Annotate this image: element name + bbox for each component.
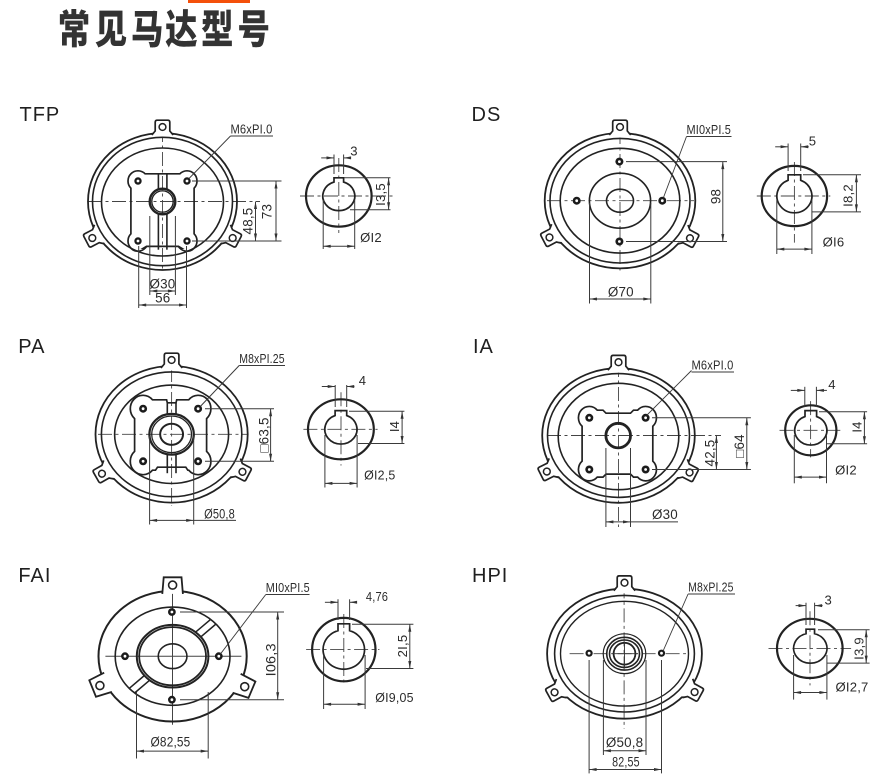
svg-text:I06,3: I06,3 xyxy=(263,643,278,676)
svg-text:48,5: 48,5 xyxy=(240,208,255,235)
svg-text:4,76: 4,76 xyxy=(366,589,388,604)
svg-text:4: 4 xyxy=(828,377,835,392)
svg-text:Ø70: Ø70 xyxy=(608,284,634,299)
svg-text:42,5: 42,5 xyxy=(702,440,717,467)
svg-text:M8xPI.25: M8xPI.25 xyxy=(688,580,734,595)
svg-text:Ø50,8: Ø50,8 xyxy=(204,506,235,521)
svg-text:2I,5: 2I,5 xyxy=(395,635,410,658)
svg-text:56: 56 xyxy=(155,290,170,305)
svg-text:I4: I4 xyxy=(850,421,865,432)
svg-text:I4: I4 xyxy=(387,421,402,432)
svg-text:Ø30: Ø30 xyxy=(652,507,678,522)
svg-text:I3,5: I3,5 xyxy=(373,183,388,206)
svg-text:ØI2,7: ØI2,7 xyxy=(835,680,868,695)
svg-text:3: 3 xyxy=(825,593,832,608)
svg-text:ØI2: ØI2 xyxy=(835,463,857,478)
svg-text:□64: □64 xyxy=(732,434,747,458)
svg-text:98: 98 xyxy=(708,189,723,204)
svg-text:5: 5 xyxy=(809,134,816,149)
svg-text:82,55: 82,55 xyxy=(612,755,640,770)
svg-text:Ø30: Ø30 xyxy=(150,276,176,291)
svg-text:3: 3 xyxy=(350,144,357,159)
svg-text:MI0xPI.5: MI0xPI.5 xyxy=(266,580,310,595)
svg-text:M6xPI.0: M6xPI.0 xyxy=(692,358,734,373)
svg-text:ØI9,05: ØI9,05 xyxy=(375,690,413,705)
svg-text:Ø50,8: Ø50,8 xyxy=(606,735,643,750)
svg-text:□63,5: □63,5 xyxy=(256,417,271,452)
svg-text:M8xPI.25: M8xPI.25 xyxy=(239,351,285,366)
svg-text:M6xPI.0: M6xPI.0 xyxy=(231,122,273,137)
svg-text:MI0xPI.5: MI0xPI.5 xyxy=(687,122,732,137)
svg-text:4: 4 xyxy=(359,373,366,388)
svg-text:I3,9: I3,9 xyxy=(852,637,867,660)
svg-text:I8,2: I8,2 xyxy=(841,184,856,207)
svg-text:Ø82,55: Ø82,55 xyxy=(151,734,191,749)
svg-text:ØI2: ØI2 xyxy=(360,230,382,245)
svg-text:ØI6: ØI6 xyxy=(823,235,845,250)
svg-text:ØI2,5: ØI2,5 xyxy=(364,468,395,483)
svg-text:73: 73 xyxy=(259,204,274,219)
